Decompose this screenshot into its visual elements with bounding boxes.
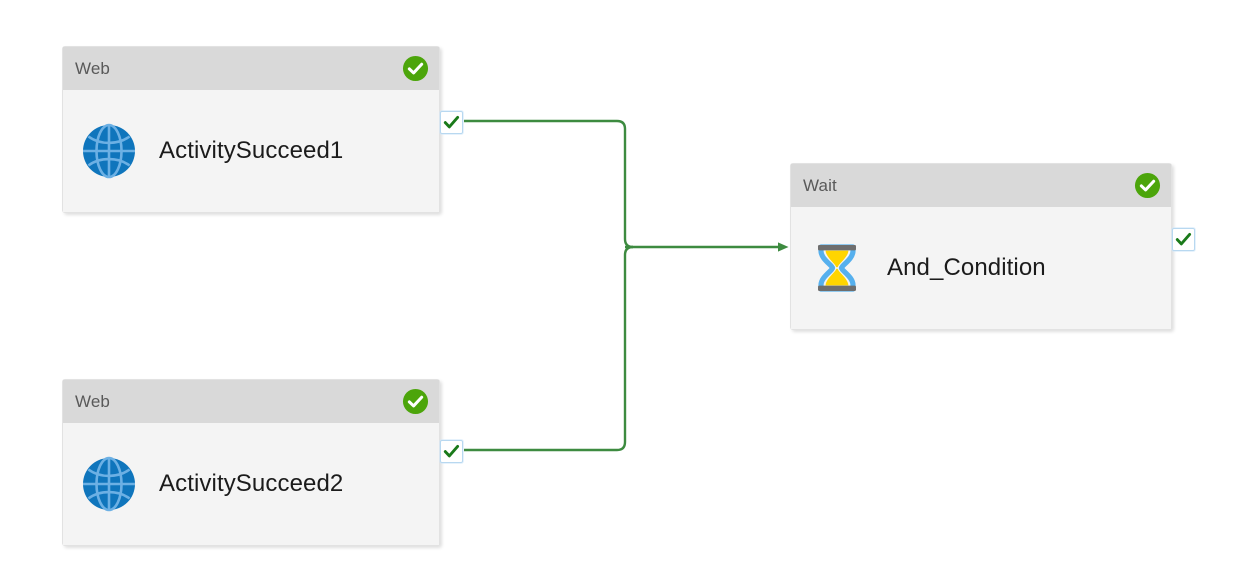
activity-node-body: And_Condition — [791, 207, 1171, 329]
activity-type-label: Wait — [803, 175, 837, 195]
check-icon — [443, 444, 460, 458]
success-check-badge-icon — [402, 388, 429, 415]
activity-name-label: ActivitySucceed2 — [159, 470, 344, 497]
activity-name-label: And_Condition — [887, 254, 1046, 281]
activity-node-body: ActivitySucceed2 — [63, 423, 439, 545]
activity-node-header: Web — [63, 380, 439, 423]
activity-node-activitysucceed2[interactable]: Web ActivitySucceed2 — [62, 379, 463, 546]
activity-node-activitysucceed1[interactable]: Web ActivitySucceed1 — [62, 46, 463, 213]
activity-output-port[interactable] — [440, 111, 463, 134]
success-check-badge-icon — [402, 55, 429, 82]
check-icon — [443, 115, 460, 129]
activity-type-label: Web — [75, 391, 110, 411]
success-check-badge-icon — [1134, 172, 1161, 199]
hourglass-icon — [818, 244, 856, 292]
activity-node-header: Wait — [791, 164, 1171, 207]
check-icon — [1175, 232, 1192, 246]
activity-name-label: ActivitySucceed1 — [159, 137, 344, 164]
activity-output-port[interactable] — [1172, 228, 1195, 251]
globe-icon — [83, 456, 135, 512]
activity-node-header: Web — [63, 47, 439, 90]
activity-output-port[interactable] — [440, 440, 463, 463]
activity-node-body: ActivitySucceed1 — [63, 90, 439, 212]
connector-activity1-to-and-condition — [464, 119, 634, 249]
connector-activity2-to-and-condition — [464, 245, 634, 452]
globe-icon — [83, 123, 135, 179]
activity-type-label: Web — [75, 58, 110, 78]
activity-node-and-condition[interactable]: Wait And_Condition — [790, 163, 1195, 330]
